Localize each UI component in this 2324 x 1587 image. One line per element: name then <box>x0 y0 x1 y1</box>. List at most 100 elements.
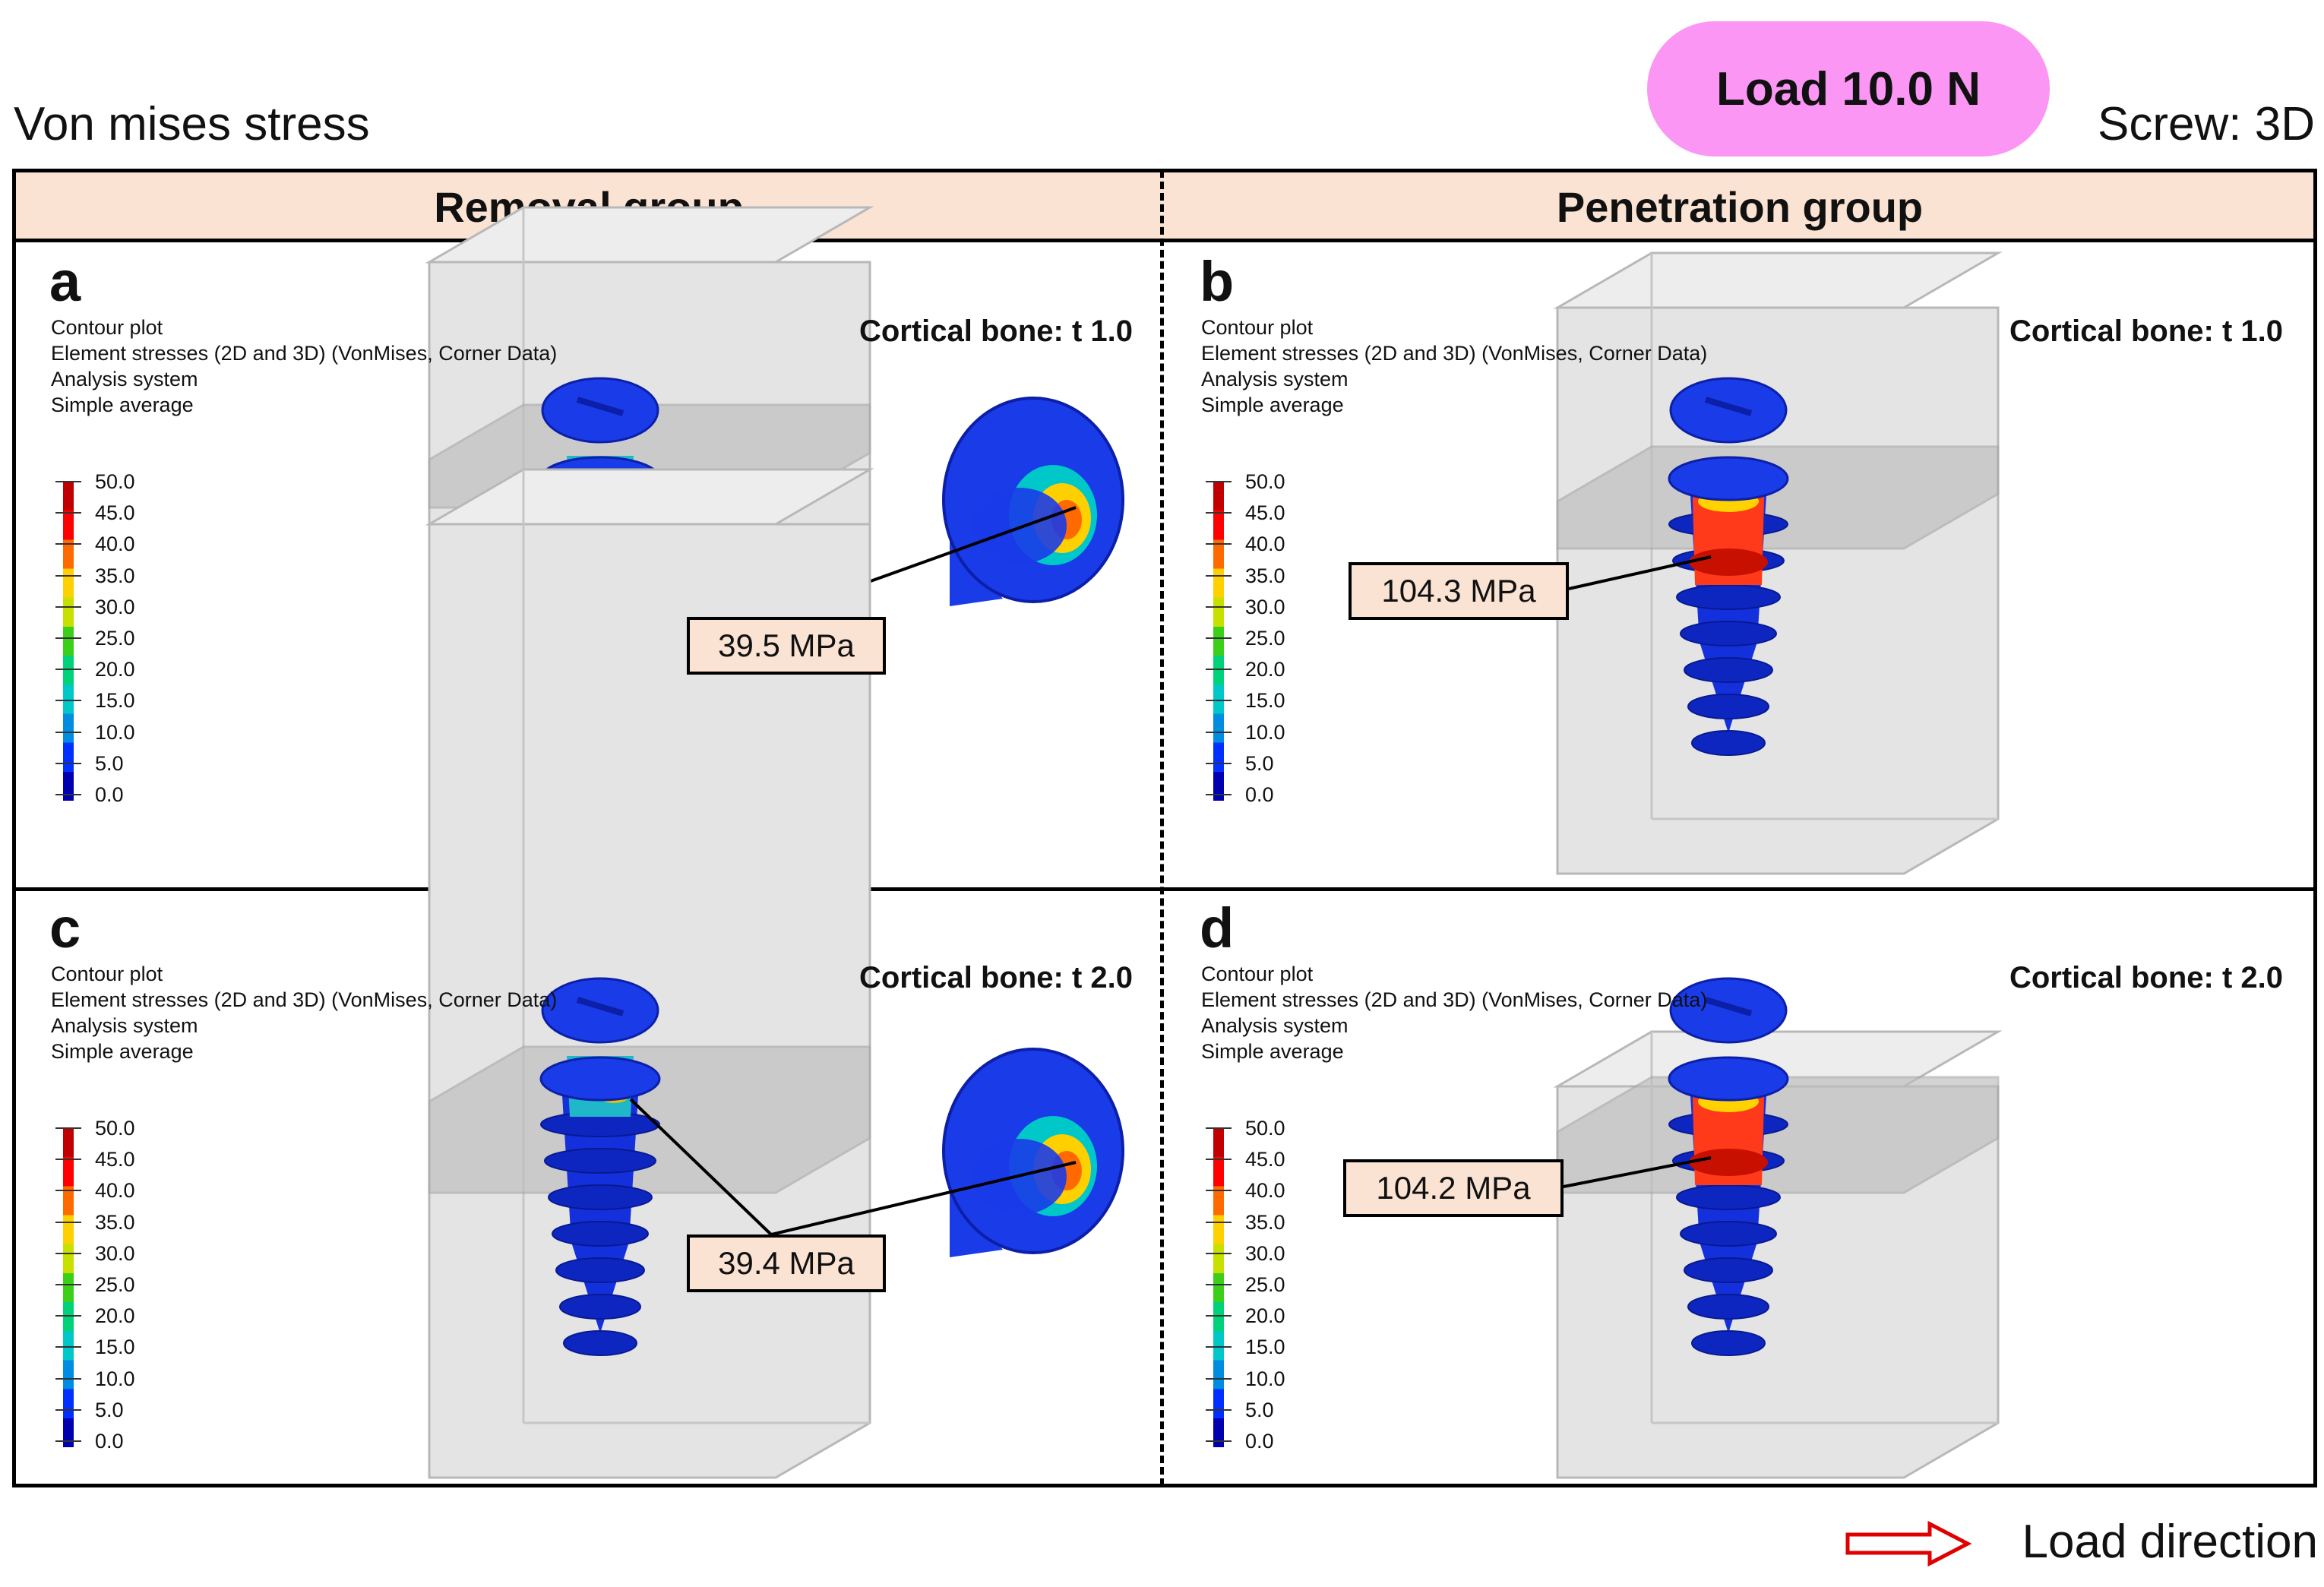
legend-tick <box>1206 794 1232 795</box>
legend-tick <box>55 794 81 795</box>
legend-tick <box>1206 605 1232 608</box>
legend-color-bar <box>63 482 74 801</box>
legend-label: 10.0 <box>1245 720 1285 744</box>
legend-label: 40.0 <box>1245 533 1285 556</box>
legend-tick <box>1206 1440 1232 1442</box>
contour-info-line: Contour plot <box>51 963 163 985</box>
contour-info-line: Contour plot <box>51 316 163 339</box>
leader-line <box>629 1098 773 1236</box>
screw-hot-thread <box>1689 1149 1768 1176</box>
legend-label: 5.0 <box>95 1398 124 1421</box>
legend-tick <box>1206 1346 1232 1348</box>
legend-tick <box>55 574 81 577</box>
legend-label: 0.0 <box>1245 783 1274 806</box>
legend-tick <box>1206 1284 1232 1285</box>
screw-thread <box>1680 1221 1777 1247</box>
contour-info-line: Analysis system <box>51 368 198 390</box>
legend-label: 25.0 <box>95 627 135 650</box>
legend-label: 40.0 <box>95 1179 135 1203</box>
legend-color-bar <box>63 1128 74 1447</box>
legend-label: 15.0 <box>1245 689 1285 713</box>
leader-line <box>770 1161 1077 1236</box>
screw-washer <box>1668 1056 1789 1102</box>
legend-tick <box>1206 1252 1232 1254</box>
legend-tick <box>1206 637 1232 639</box>
screw-head <box>541 377 659 444</box>
legend-tick <box>1206 1190 1232 1192</box>
legend-label: 45.0 <box>95 1148 135 1171</box>
cortical-layer <box>1556 445 2000 550</box>
load-direction-arrow-icon <box>1845 1521 1972 1566</box>
legend-tick <box>55 1346 81 1348</box>
contour-info-line: Element stresses (2D and 3D) (VonMises, … <box>1201 988 1708 1011</box>
legend-tick <box>55 605 81 608</box>
screw-thread <box>1687 1294 1769 1320</box>
screw-thread <box>552 1221 649 1247</box>
bone-top-face <box>1553 251 2003 309</box>
bone-block <box>1553 1030 2003 1479</box>
screw-thread <box>1684 657 1773 683</box>
bone-top-face <box>425 468 874 526</box>
panel-d-scene <box>1553 977 2003 1479</box>
screw-thread <box>1691 1330 1766 1356</box>
bone-block <box>1553 251 2003 875</box>
screw <box>1668 377 1789 756</box>
legend-label: 40.0 <box>95 533 135 556</box>
stress-callout: 104.2 MPa <box>1343 1159 1564 1217</box>
figure-title: Von mises stress <box>14 98 370 150</box>
screw-head <box>1669 977 1788 1044</box>
legend-color-bar <box>1213 1128 1224 1447</box>
legend-label: 45.0 <box>95 501 135 525</box>
legend-tick <box>55 1190 81 1192</box>
screw-thread <box>563 1330 637 1356</box>
legend-tick <box>1206 1159 1232 1161</box>
contour-info-line: Element stresses (2D and 3D) (VonMises, … <box>1201 342 1708 365</box>
legend-tick <box>55 700 81 702</box>
legend-label: 35.0 <box>1245 564 1285 587</box>
screw-thread <box>1684 1257 1773 1283</box>
legend-label: 30.0 <box>1245 1241 1285 1265</box>
legend-label: 35.0 <box>1245 1210 1285 1234</box>
legend-label: 30.0 <box>95 595 135 618</box>
contour-info-line: Simple average <box>51 394 194 416</box>
contour-info-line: Simple average <box>1201 394 1344 416</box>
legend-tick <box>1206 669 1232 671</box>
legend-tick <box>1206 481 1232 482</box>
screw-head-slot <box>1704 397 1753 416</box>
panel-letter: a <box>49 250 81 313</box>
contour-info-line: Analysis system <box>51 1014 198 1037</box>
legend-label: 0.0 <box>95 1430 124 1453</box>
stress-callout: 39.5 MPa <box>687 617 886 675</box>
legend-tick <box>55 1284 81 1285</box>
row-separator <box>16 887 2313 891</box>
legend-tick <box>55 512 81 514</box>
legend-label: 15.0 <box>1245 1336 1285 1359</box>
legend-tick <box>1206 1315 1232 1317</box>
group-header-band <box>16 172 2313 242</box>
figure-frame <box>12 169 2317 1487</box>
screw-thread <box>1691 730 1766 756</box>
legend-label: 10.0 <box>1245 1367 1285 1390</box>
legend-label: 30.0 <box>95 1241 135 1265</box>
contour-info-line: Simple average <box>51 1040 194 1063</box>
legend-label: 10.0 <box>95 720 135 744</box>
legend-label: 35.0 <box>95 564 135 587</box>
screw-head-slot <box>576 997 624 1016</box>
legend-tick <box>55 1377 81 1380</box>
legend-label: 50.0 <box>1245 1117 1285 1140</box>
panel-letter: b <box>1200 250 1235 313</box>
legend-tick <box>55 762 81 764</box>
legend-label: 45.0 <box>1245 1148 1285 1171</box>
screw-label: Screw: 3D <box>2098 98 2315 150</box>
bone-top-face <box>425 206 874 264</box>
legend-label: 50.0 <box>1245 470 1285 493</box>
legend-tick <box>55 637 81 639</box>
legend-label: 50.0 <box>95 1117 135 1140</box>
